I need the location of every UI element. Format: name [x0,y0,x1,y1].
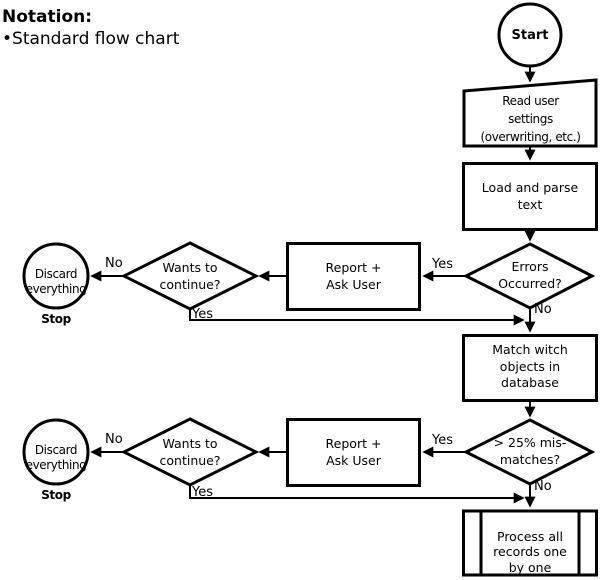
stop-2-label-bold: Stop [41,488,71,502]
load-parse-node-shape [462,162,598,231]
stop-1-node-shape [22,242,90,310]
edge-label-mismatch-yes: Yes [432,433,453,448]
match-objects-node-shape [462,334,598,402]
load-parse-node-label: Load and parse text [481,180,579,212]
wants-continue-2-decision-label: Wants to continue? [159,436,221,468]
process-records-label-text: Process all records one by one [493,528,567,575]
mismatch-decision-shape [462,418,596,486]
process-records-node-label: Process all records one by one (next pag… [482,513,578,580]
wants-continue-1-decision-shape [120,241,260,311]
report-ask-1-node-shape [286,242,421,311]
edge-label-wants1-yes: Yes [192,307,213,322]
notation-bullet-item: •Standard flow chart [2,29,180,49]
read-settings-node-label: Read user settings (overwriting, etc.) [480,94,581,144]
notation-title: Notation: [2,7,93,27]
report-ask-2-node-label: Report + Ask User [325,436,382,468]
match-objects-node-label: Match witch objects in database [492,342,568,390]
edge-label-wants2-yes: Yes [192,485,213,500]
report-ask-1-node-label: Report + Ask User [325,260,382,292]
stop-1-label-text: Discard everything [25,267,87,296]
process-records-node-shape [462,509,598,577]
stop-1-node-label: Discard everything Stop [22,252,90,342]
stop-1-label-bold: Stop [41,312,71,326]
edge-label-wants1-no: No [105,256,123,271]
connector-wants2-yes-return [189,485,525,504]
mismatch-decision-label: > 25% mis- matches? [493,435,567,467]
notation-block: Notation: •Standard flow chart [2,6,179,51]
read-settings-node-shape [462,78,598,148]
edge-label-mismatch-no: No [534,479,552,494]
edge-label-errors-no: No [534,302,552,317]
errors-decision-label: Errors Occurred? [498,259,562,291]
stop-2-node-label: Discard everything Stop [22,428,90,518]
wants-continue-2-decision-shape [120,417,260,487]
stop-2-label-text: Discard everything [25,443,87,472]
connector-wants1-yes-return [189,309,525,326]
stop-2-node-shape [22,418,90,486]
wants-continue-1-decision-label: Wants to continue? [159,260,221,292]
edge-label-wants2-no: No [105,432,123,447]
edge-label-errors-yes: Yes [432,257,453,272]
errors-decision-shape [462,242,596,310]
start-node-label: Start [511,28,549,43]
start-node-shape [497,2,563,68]
report-ask-2-node-shape [286,418,421,487]
